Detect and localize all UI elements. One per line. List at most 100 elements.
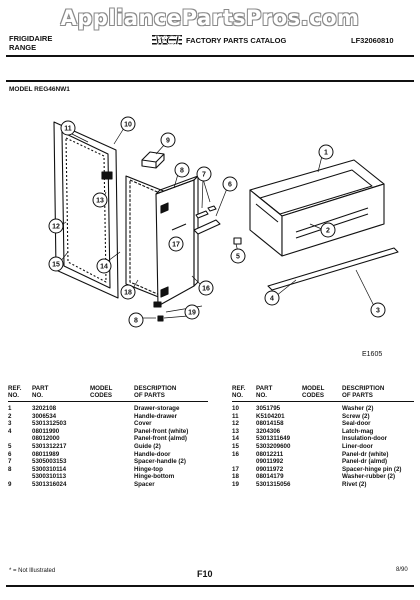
footer-rule (6, 585, 414, 587)
product-type: RANGE (9, 43, 37, 52)
cell-ref: 18 (232, 473, 239, 481)
cell-part: 5300310114 (32, 465, 67, 473)
svg-text:7: 7 (202, 172, 206, 179)
cell-desc: Cover (134, 420, 152, 428)
cell-ref: 13 (232, 427, 239, 435)
callout-15: 15 (48, 256, 64, 272)
cell-part: K5104201 (256, 412, 285, 420)
callout-3: 3 (370, 302, 386, 318)
drawer-drawing (249, 159, 385, 257)
cell-part: 5300310113 (32, 473, 67, 481)
callout-10: 10 (120, 116, 136, 132)
cell-ref: 2 (8, 412, 12, 420)
header-underline (8, 401, 208, 402)
cell-ref: 15 (232, 443, 239, 450)
brand-block: FRIGIDAIRE RANGE (9, 34, 52, 52)
cell-part: 5301312503 (32, 420, 67, 428)
model-rule (6, 80, 414, 82)
callout-17: 17 (168, 236, 184, 252)
svg-text:13: 13 (96, 198, 104, 205)
cell-part: 08014179 (256, 473, 284, 481)
callout-19: 19 (184, 304, 200, 320)
cell-ref: 8 (8, 465, 12, 473)
svg-text:6: 6 (228, 182, 232, 189)
catalog-code: LF32060810 (351, 36, 394, 45)
cell-desc: Spacer-hinge pin (2) (342, 465, 402, 473)
cell-ref: 11 (232, 412, 239, 420)
svg-text:14: 14 (100, 264, 108, 271)
cell-part: 08011989 (32, 450, 60, 458)
model-number: MODEL REG46NW1 (9, 86, 70, 93)
cell-desc: Screw (2) (342, 412, 370, 420)
cell-desc: Panel-front (white) (134, 427, 189, 435)
callout-12: 12 (48, 218, 64, 234)
cell-part: 3204306 (256, 427, 281, 435)
cell-desc: Liner-door (342, 443, 373, 450)
cell-ref: 17 (232, 465, 239, 473)
callout-4: 4 (264, 290, 280, 306)
cell-desc: Insulation-door (342, 435, 388, 443)
cell-part: 5301311649 (256, 435, 291, 443)
cell-desc: Handle-drawer (134, 412, 177, 420)
callout-6: 6 (222, 176, 238, 192)
callout-2: 2 (320, 222, 336, 238)
svg-text:11: 11 (64, 126, 72, 133)
cell-part: 5301315056 (256, 481, 291, 488)
cell-part: 3006534 (32, 412, 57, 420)
svg-text:3: 3 (376, 308, 380, 315)
svg-text:17: 17 (172, 242, 180, 249)
cell-part: 5301312217 (32, 443, 67, 450)
cell-part: 3051795 (256, 405, 281, 412)
hinge-pin-drawing (157, 315, 164, 322)
cell-ref: 3 (8, 420, 12, 428)
cell-ref: 12 (232, 420, 239, 428)
cell-ref: 14 (232, 435, 239, 443)
cell-desc: Hinge-top (134, 465, 163, 473)
svg-text:2: 2 (326, 228, 330, 235)
cell-desc: Seal-door (342, 420, 371, 428)
cell-ref: 1 (8, 405, 12, 412)
callout-16: 16 (198, 280, 214, 296)
callout-18: 18 (120, 284, 136, 300)
callout-8: 8 (174, 162, 190, 178)
callout-11: 11 (60, 120, 76, 136)
svg-text:15: 15 (52, 262, 60, 269)
cell-ref: 4 (8, 427, 12, 435)
cell-part: 08011990 (32, 427, 60, 435)
header-underline (232, 401, 414, 402)
header-rule (6, 55, 414, 57)
cell-desc: Panel-front (almd) (134, 435, 187, 443)
callout-7: 7 (196, 166, 212, 182)
cell-part: 09011992 (256, 458, 284, 466)
revision-date: 8/90 (396, 567, 408, 573)
header-ref: REF.NO. (8, 385, 22, 399)
svg-text:9: 9 (166, 138, 170, 145)
illustration-code: E1605 (362, 351, 383, 358)
cell-part: 5305003153 (32, 458, 67, 466)
brand-name: FRIGIDAIRE (9, 34, 53, 43)
cell-ref: 6 (8, 450, 12, 458)
guide-drawing (233, 237, 242, 245)
footnote: * = Not Illustrated (9, 568, 56, 574)
callout-13: 13 (92, 192, 108, 208)
cell-desc: Washer-rubber (2) (342, 473, 396, 481)
hinge-drawing (153, 301, 162, 308)
logo-text: WCI (154, 33, 180, 48)
cell-part: 09011972 (256, 465, 284, 473)
svg-text:16: 16 (202, 286, 210, 293)
cell-ref: 5 (8, 443, 12, 450)
cell-desc: Hinge-bottom (134, 473, 175, 481)
wci-logo: WCI (152, 32, 182, 48)
svg-text:18: 18 (124, 290, 132, 297)
cell-part: 5303209600 (256, 443, 291, 450)
watermark-text: AppliancePartsPros.com (60, 6, 360, 30)
cell-desc: Handle-door (134, 450, 171, 458)
cell-desc: Guide (2) (134, 443, 161, 450)
page-number: F10 (197, 569, 213, 579)
callout-8b: 8 (128, 312, 144, 328)
